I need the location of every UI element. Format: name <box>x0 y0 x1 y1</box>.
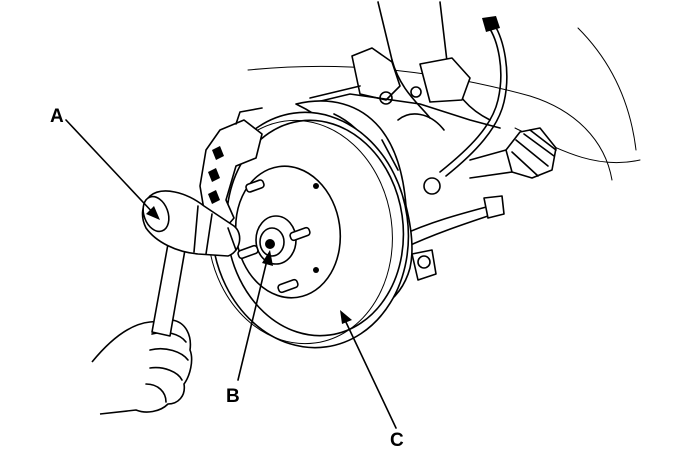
lug-stud <box>277 278 299 294</box>
brake-hose <box>423 16 508 195</box>
driveshaft-boot <box>469 127 557 179</box>
lug-stud <box>245 179 265 193</box>
leader-line-a <box>65 119 160 220</box>
brake-caliper <box>199 107 263 233</box>
callout-label-c: C <box>390 430 404 451</box>
leader-line-c <box>340 310 397 429</box>
lower-arm <box>399 195 505 281</box>
rubber-mallet <box>141 190 241 337</box>
callout-label-b: B <box>226 386 240 407</box>
strut-assembly <box>299 1 501 131</box>
hand <box>91 319 193 415</box>
lug-stud <box>237 244 259 260</box>
lug-stud <box>289 226 311 242</box>
callout-label-a: A <box>50 106 64 127</box>
leader-line-b <box>237 250 273 381</box>
